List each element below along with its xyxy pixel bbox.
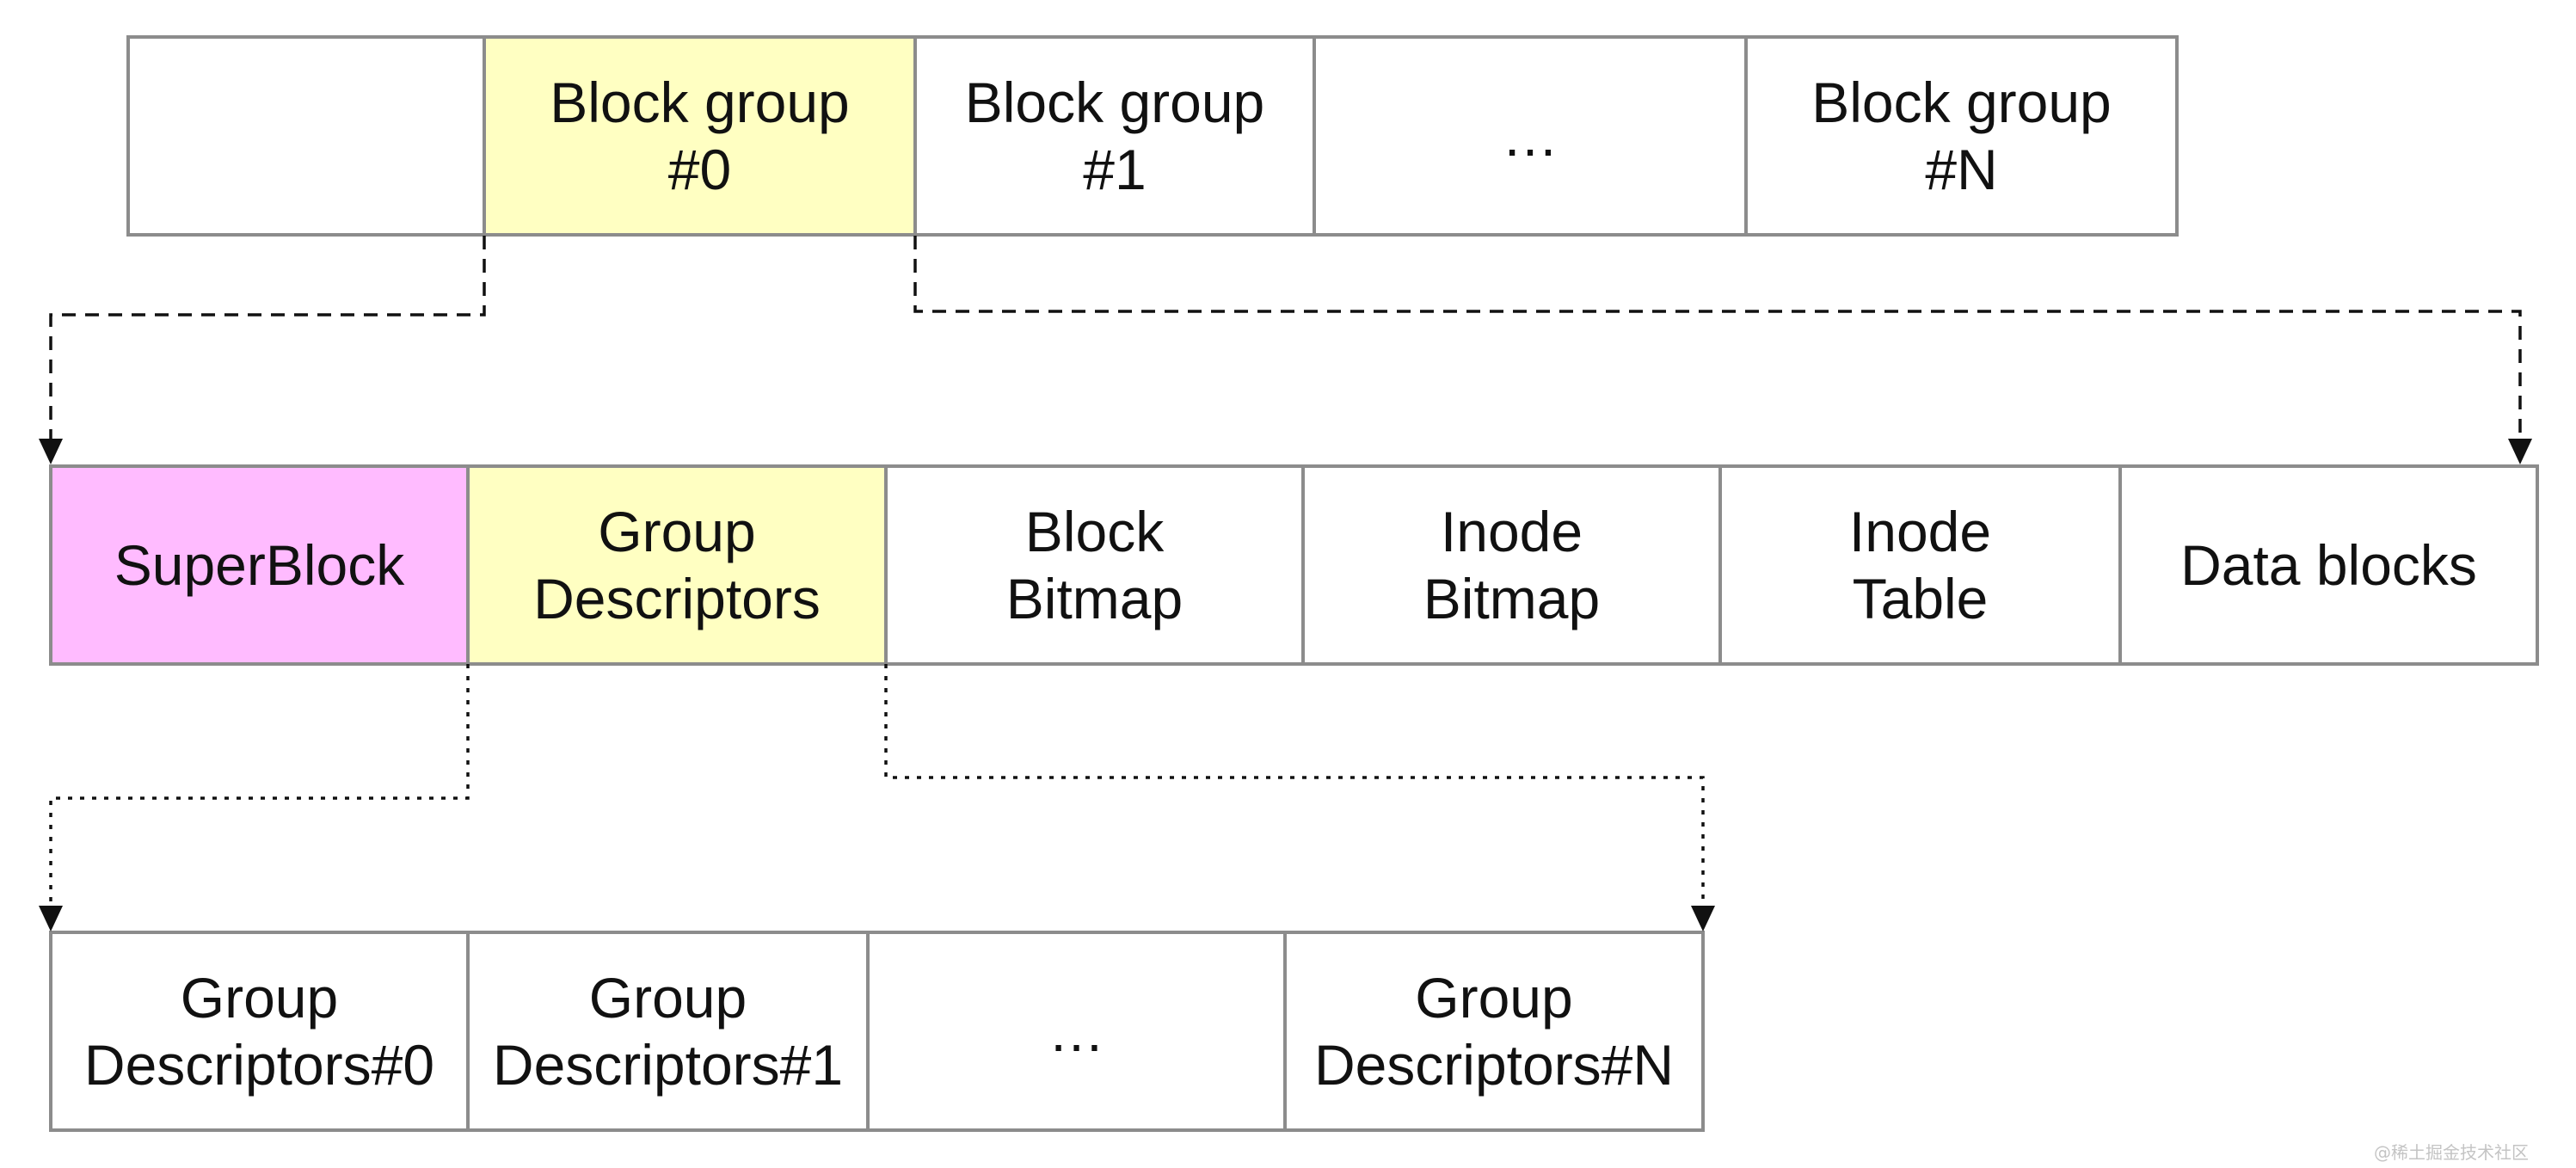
block-group-layout-row: SuperBlockGroupDescriptorsBlockBitmapIno… <box>49 464 2539 666</box>
block-group-n-cell-box <box>1744 35 2179 237</box>
data-blocks-cell-box <box>2118 464 2539 666</box>
group-descriptor-ellipsis-cell-box <box>866 931 1287 1132</box>
inode-table-cell-label-line-0: Inode <box>1849 500 1991 563</box>
block-group-n-cell-label-line-1: #N <box>1925 138 1997 201</box>
block-group-0-cell: Block group#0 <box>483 35 917 237</box>
superblock-cell: SuperBlock <box>49 464 470 666</box>
superblock-cell-box <box>49 464 470 666</box>
expand-right-arrowhead <box>2508 439 2532 464</box>
descriptors-left-dotted-connector <box>49 664 470 906</box>
inode-table-cell-label-line-1: Table <box>1853 567 1989 630</box>
group-descriptors-cell-label-line-1: Descriptors <box>533 567 821 630</box>
block-group-ellipsis-cell-label-line-0: … <box>1502 104 1559 168</box>
group-descriptor-1-cell-label-line-1: Descriptors#1 <box>493 1033 843 1097</box>
group-descriptor-ellipsis-cell: … <box>866 931 1287 1132</box>
block-group-0-cell-label-line-0: Block group <box>550 71 850 134</box>
group-descriptor-0-cell-label-line-0: Group <box>181 966 338 1030</box>
group-descriptors-cell-box <box>466 464 888 666</box>
descriptors-right-dotted-connector <box>884 664 1705 906</box>
inode-bitmap-cell-box <box>1301 464 1722 666</box>
block-bitmap-cell-box <box>884 464 1305 666</box>
descriptors-right-arrowhead <box>1691 906 1715 931</box>
expand-right-dashed-connector <box>913 236 2522 439</box>
inode-bitmap-cell-label-line-0: Inode <box>1441 500 1583 563</box>
block-bitmap-cell-label-line-0: Block <box>1025 500 1165 563</box>
block-group-1-cell-label-line-1: #1 <box>1083 138 1146 201</box>
group-descriptor-n-cell-box <box>1283 931 1705 1132</box>
group-descriptors-cell-label-line-0: Group <box>598 500 755 563</box>
block-group-n-cell: Block group#N <box>1744 35 2179 237</box>
boot-block-cell-box <box>126 35 486 237</box>
block-bitmap-cell-label-line-1: Bitmap <box>1006 567 1183 630</box>
watermark: @稀土掘金技术社区 <box>2374 1142 2529 1163</box>
group-descriptor-0-cell-label-line-1: Descriptors#0 <box>84 1033 434 1097</box>
block-group-0-cell-box <box>483 35 917 237</box>
boot-block-cell <box>126 35 486 237</box>
group-descriptors-row: GroupDescriptors#0GroupDescriptors#1…Gro… <box>49 931 1705 1132</box>
block-group-n-cell-label-line-0: Block group <box>1811 71 2112 134</box>
superblock-cell-label-line-0: SuperBlock <box>114 533 406 597</box>
block-group-ellipsis-cell: … <box>1313 35 1748 237</box>
group-descriptor-n-cell-label-line-1: Descriptors#N <box>1314 1033 1674 1097</box>
block-group-0-cell-label-line-1: #0 <box>668 138 731 201</box>
group-descriptor-0-cell-box <box>49 931 470 1132</box>
group-descriptor-1-cell-label-line-0: Group <box>589 966 747 1030</box>
group-descriptor-ellipsis-cell-label-line-0: … <box>1048 999 1105 1063</box>
expand-left-dashed-connector <box>49 236 486 439</box>
block-group-1-cell-label-line-0: Block group <box>965 71 1265 134</box>
expand-left-arrowhead <box>39 439 63 464</box>
data-blocks-cell: Data blocks <box>2118 464 2539 666</box>
inode-table-cell-box <box>1718 464 2122 666</box>
data-blocks-cell-label-line-0: Data blocks <box>2180 533 2477 597</box>
inode-bitmap-cell-label-line-1: Bitmap <box>1423 567 1600 630</box>
block-group-1-cell-box <box>913 35 1316 237</box>
descriptors-left-arrowhead <box>39 906 63 931</box>
block-group-ellipsis-cell-box <box>1313 35 1748 237</box>
group-descriptor-1-cell-box <box>466 931 870 1132</box>
block-group-1-cell: Block group#1 <box>913 35 1316 237</box>
group-descriptor-n-cell-label-line-0: Group <box>1415 966 1572 1030</box>
